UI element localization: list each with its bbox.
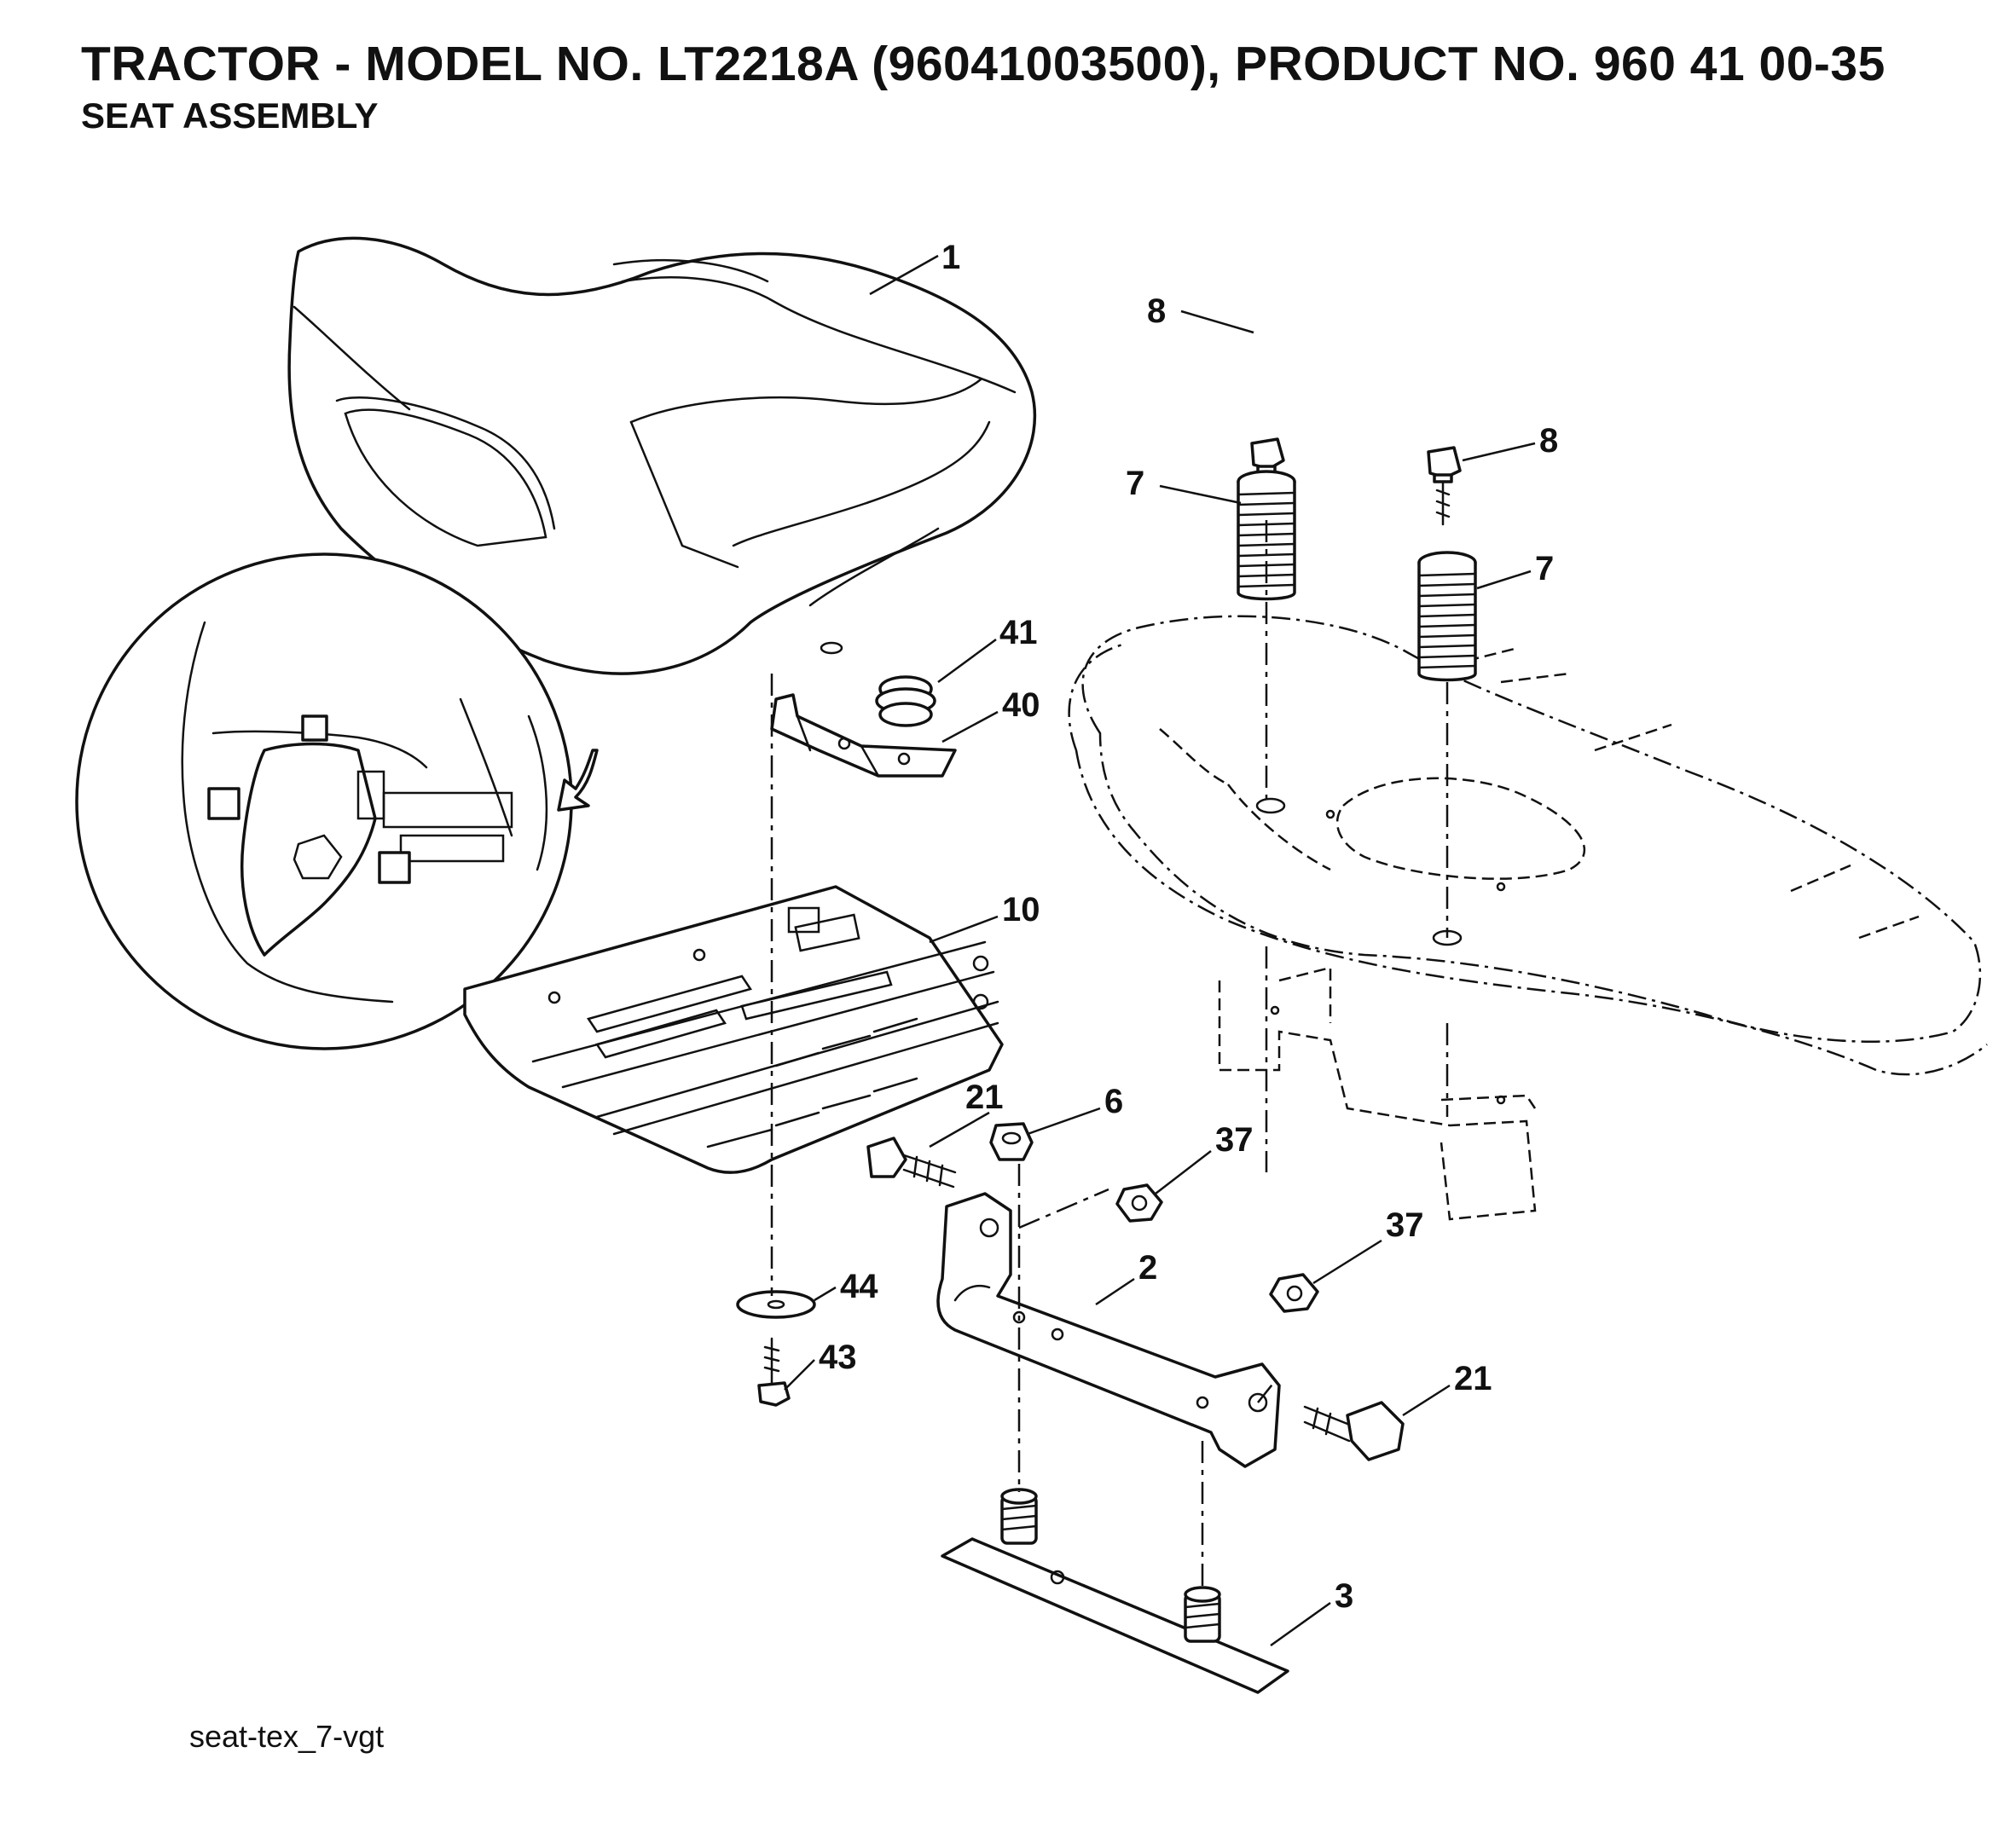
page-title: TRACTOR - MODEL NO. LT2218A (96041003500…	[81, 37, 1886, 91]
callout-43: 43	[819, 1339, 857, 1376]
bolt-21-right	[1303, 1401, 1405, 1461]
callout-3: 3	[1335, 1577, 1353, 1615]
assembly-centerlines	[770, 520, 1449, 1590]
bolt-rear-right	[1427, 446, 1462, 526]
drawing-code: seat-tex_7-vgt	[189, 1719, 385, 1754]
callout-37-upper: 37	[1215, 1121, 1254, 1159]
callout-7-right: 7	[1535, 550, 1554, 587]
lock-nut-6	[989, 1122, 1034, 1161]
callout-37-lower: 37	[1386, 1206, 1424, 1244]
callout-8-left: 8	[1147, 292, 1166, 330]
seat-pan	[463, 885, 1004, 1174]
mounting-plate	[941, 1488, 1289, 1694]
seat-cushion	[287, 236, 1037, 675]
callout-2: 2	[1138, 1249, 1157, 1287]
callout-numbers: 1 8 8 7 7 41 40 10 21 6 37 37 2 44 43 21…	[819, 239, 1558, 1615]
screw-43	[757, 1337, 791, 1407]
callout-10: 10	[1002, 891, 1040, 928]
callout-7-left: 7	[1126, 465, 1144, 502]
callout-21-right: 21	[1454, 1360, 1492, 1397]
callout-21-left: 21	[965, 1079, 1004, 1116]
washer-44	[736, 1290, 816, 1319]
nut-37-lower	[1269, 1273, 1319, 1313]
bolt-21-left	[866, 1137, 957, 1189]
nut-37-upper	[1115, 1183, 1163, 1223]
tractor-frame-outline	[1068, 615, 1988, 1221]
callout-1: 1	[941, 239, 960, 276]
spring-rear-right	[1417, 551, 1477, 682]
detail-inset-circle	[75, 552, 599, 1050]
callout-41: 41	[999, 614, 1038, 651]
leader-lines	[784, 254, 1536, 1647]
seat-spring	[875, 675, 936, 727]
callout-6: 6	[1104, 1083, 1123, 1120]
assembly-subtitle: SEAT ASSEMBLY	[81, 95, 379, 136]
seat-latch	[770, 693, 957, 778]
callout-8-right: 8	[1539, 422, 1558, 460]
callout-40: 40	[1002, 686, 1040, 724]
pivot-bracket	[936, 1192, 1281, 1468]
callout-44: 44	[840, 1268, 878, 1305]
